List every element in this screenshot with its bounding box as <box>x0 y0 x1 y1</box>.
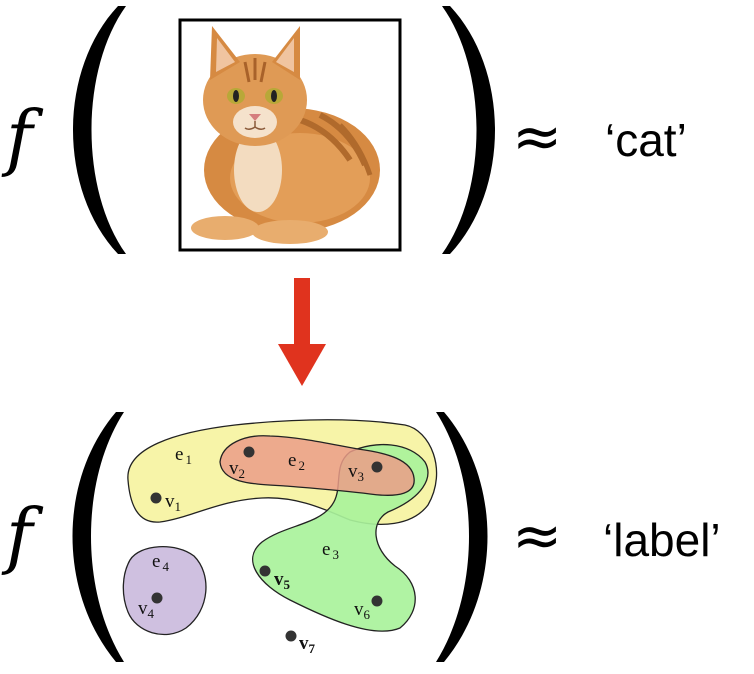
node-v6-dot <box>371 595 383 607</box>
output-label-cat: ‘cat’ <box>605 114 687 166</box>
function-symbol-bottom: f <box>1 493 44 577</box>
node-label-v3: v3 <box>348 461 364 484</box>
approx-symbol-top: ≈ <box>512 102 562 172</box>
node-label-v6: v6 <box>354 599 371 622</box>
node-v5-dot <box>259 565 271 577</box>
approx-symbol-bottom: ≈ <box>512 501 562 571</box>
right-paren-bottom <box>436 412 488 662</box>
node-v7-dot <box>285 630 297 642</box>
hyperedge-e2 <box>219 435 415 496</box>
function-symbol-top: f <box>1 95 44 179</box>
left-paren-bottom <box>72 412 124 662</box>
output-label-label: ‘label’ <box>603 514 721 566</box>
down-arrow <box>278 278 326 386</box>
hyperedge-e4 <box>122 545 207 636</box>
node-v4-dot <box>151 592 163 604</box>
node-v3-dot <box>371 461 383 473</box>
right-paren-top <box>442 6 495 254</box>
node-label-v2: v2 <box>229 458 245 481</box>
node-label-v1: v1 <box>165 491 181 514</box>
node-label-v5: v5 <box>274 569 291 592</box>
left-paren-top <box>73 6 126 254</box>
node-label-v7: v7 <box>299 633 316 656</box>
cat-image <box>178 18 402 252</box>
node-v2-dot <box>243 446 255 458</box>
node-v1-dot <box>150 492 162 504</box>
node-label-v4: v4 <box>138 598 155 621</box>
